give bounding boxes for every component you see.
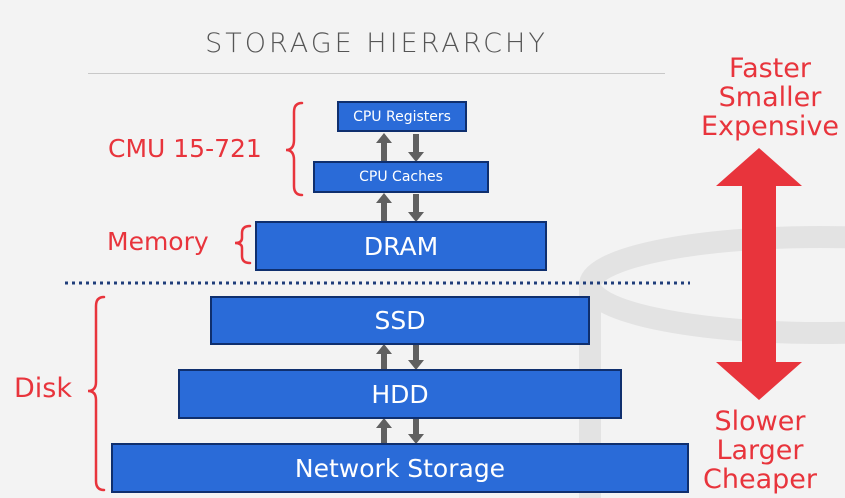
- spectrum-bottom-text: Slower Larger Cheaper: [690, 407, 830, 494]
- group-label-memory: Memory: [107, 227, 209, 256]
- double-arrow-icon: [376, 418, 424, 444]
- tier-network-storage-label: Network Storage: [294, 453, 506, 483]
- spectrum-larger: Larger: [716, 435, 804, 466]
- slide-title: STORAGE HIERARCHY: [205, 28, 548, 59]
- group-label-cmu: CMU 15-721: [108, 134, 262, 163]
- tier-ssd: SSD: [210, 296, 590, 345]
- tier-hdd-label: HDD: [371, 379, 429, 409]
- spectrum-top-text: Faster Smaller Expensive: [690, 54, 845, 141]
- spectrum-cheaper: Cheaper: [703, 464, 817, 495]
- tier-cpu-registers: CPU Registers: [337, 101, 467, 132]
- memory-bracket: [234, 224, 252, 265]
- double-arrow-icon: [376, 193, 424, 222]
- tier-ssd-label: SSD: [374, 306, 426, 335]
- tier-dram: DRAM: [255, 221, 547, 271]
- disk-bracket: [87, 295, 106, 492]
- double-arrow-icon: [376, 344, 424, 370]
- title-underline: [88, 73, 665, 74]
- cmu-bracket: [285, 101, 304, 197]
- double-arrow-icon: [376, 133, 424, 162]
- spectrum-double-arrow-icon: [716, 148, 802, 400]
- spectrum-faster: Faster: [729, 53, 811, 84]
- tier-cpu-caches-label: CPU Caches: [359, 169, 443, 185]
- tier-cpu-registers-label: CPU Registers: [353, 108, 451, 125]
- spectrum-smaller: Smaller: [718, 82, 822, 113]
- tier-dram-label: DRAM: [363, 231, 439, 261]
- spectrum-slower: Slower: [714, 406, 806, 437]
- group-label-disk: Disk: [14, 373, 72, 404]
- spectrum-expensive: Expensive: [700, 111, 840, 142]
- tier-hdd: HDD: [178, 369, 622, 419]
- tier-network-storage: Network Storage: [111, 443, 689, 493]
- tier-cpu-caches: CPU Caches: [313, 161, 489, 193]
